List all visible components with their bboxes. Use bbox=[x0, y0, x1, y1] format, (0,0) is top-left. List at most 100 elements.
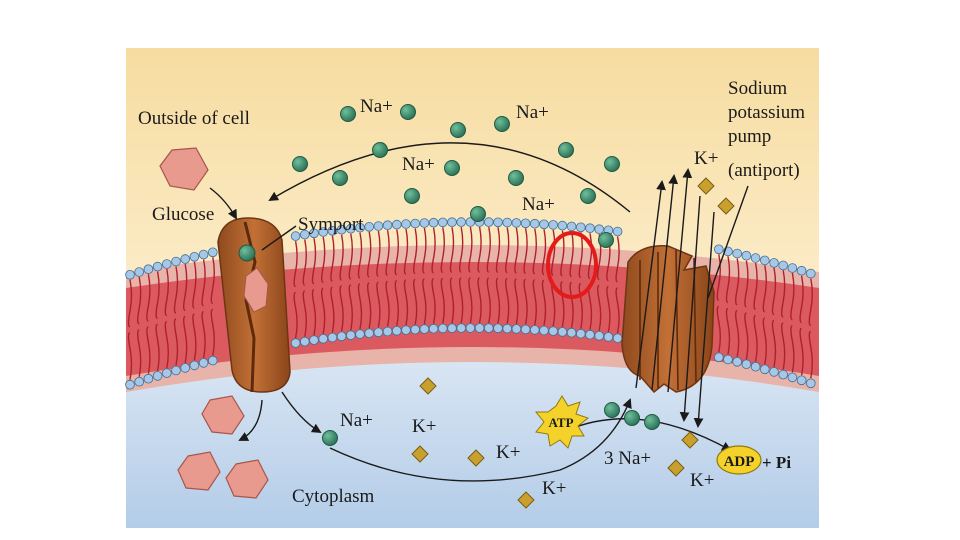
k-label: K+ bbox=[694, 148, 718, 169]
lipid-tail bbox=[459, 277, 464, 324]
outside-of-cell-label: Outside of cell bbox=[138, 108, 250, 129]
phospholipid-head bbox=[171, 256, 181, 267]
phospholipid-head bbox=[290, 231, 301, 241]
phospholipid-head bbox=[539, 325, 549, 336]
phospholipid-head bbox=[327, 332, 338, 343]
lipid-tail bbox=[468, 226, 473, 273]
phospholipid-head bbox=[152, 261, 163, 272]
lipid-tail bbox=[173, 266, 179, 314]
lipid-tail bbox=[477, 277, 482, 324]
k-label: K+ bbox=[412, 416, 436, 437]
glucose-molecules bbox=[159, 147, 269, 499]
phospholipid-head bbox=[364, 222, 375, 232]
sodium-ion bbox=[238, 244, 256, 262]
sodium-ion bbox=[450, 122, 466, 138]
phospholipid-head bbox=[594, 330, 604, 341]
phospholipid-head bbox=[382, 220, 393, 231]
phospholipid-head bbox=[474, 323, 485, 333]
pump-up-arrow-1 bbox=[635, 180, 666, 389]
k-label: K+ bbox=[690, 470, 714, 491]
lipid-tail bbox=[541, 229, 547, 276]
lipid-tail bbox=[330, 235, 335, 282]
lipid-tail bbox=[551, 229, 556, 276]
lipid-tail bbox=[505, 277, 510, 324]
lipid-tail bbox=[606, 285, 611, 333]
phospholipid-head bbox=[373, 327, 384, 338]
phospholipid-head bbox=[336, 224, 347, 235]
lipid-tail bbox=[311, 238, 317, 285]
lipid-tail bbox=[146, 326, 151, 374]
lipid-tail bbox=[477, 226, 482, 273]
phospholipid-head bbox=[428, 217, 439, 228]
phospholipid-head bbox=[502, 217, 513, 228]
phospholipid-head bbox=[713, 352, 724, 363]
phospholipid-head bbox=[189, 251, 200, 262]
phospholipid-head bbox=[741, 250, 752, 261]
lipid-tail bbox=[808, 278, 813, 327]
lipid-tail bbox=[137, 276, 142, 325]
potassium-ion bbox=[681, 431, 699, 449]
potassium-ion bbox=[411, 445, 429, 463]
lipid-tail bbox=[615, 287, 620, 334]
lipid-tail bbox=[514, 278, 519, 325]
phospholipid-head bbox=[355, 329, 365, 339]
adp-label: ADP bbox=[724, 454, 755, 470]
sodium-ion bbox=[444, 160, 460, 176]
phospholipid-head bbox=[511, 218, 522, 228]
lipid-tail bbox=[330, 286, 335, 333]
lipid-tail bbox=[459, 226, 464, 273]
lipid-tail bbox=[587, 233, 593, 280]
phospholipid-head bbox=[171, 365, 181, 376]
lipid-tail bbox=[523, 278, 528, 325]
phospholipid-head bbox=[594, 224, 604, 235]
lipid-tail bbox=[311, 289, 317, 336]
na-label: Na+ bbox=[402, 154, 435, 175]
na-label: Na+ bbox=[522, 194, 555, 215]
potassium-ion bbox=[467, 449, 485, 467]
lipid-tail bbox=[578, 282, 583, 329]
na-label: Na+ bbox=[516, 102, 549, 123]
pump-label-line3: pump bbox=[728, 126, 771, 147]
phospholipid-head bbox=[585, 223, 595, 234]
lipid-tail bbox=[799, 327, 804, 376]
phospholipid-head bbox=[309, 335, 319, 345]
lipid-tail bbox=[155, 271, 160, 319]
phospholipid-head bbox=[143, 373, 154, 384]
lipid-tail bbox=[413, 278, 418, 325]
lipid-tail bbox=[302, 239, 307, 286]
phospholipid-head bbox=[520, 218, 531, 229]
phospholipid-head bbox=[401, 325, 411, 335]
phospholipid-head bbox=[796, 375, 807, 386]
lipid-tail bbox=[449, 227, 455, 273]
phospholipid-head bbox=[612, 333, 623, 344]
sodium-ions-cytoplasm bbox=[322, 402, 660, 446]
lipid-tail bbox=[201, 311, 206, 359]
phospholipid-head bbox=[548, 326, 558, 336]
pump-label-line2: potassium bbox=[728, 102, 805, 123]
lipid-tail bbox=[302, 290, 307, 337]
phospholipid-head bbox=[345, 223, 356, 234]
phospholipid-head bbox=[208, 355, 218, 366]
phospholipid-head bbox=[750, 253, 761, 263]
phospholipid-head bbox=[355, 222, 365, 233]
phospholipid-head bbox=[134, 376, 145, 387]
lipid-tail bbox=[468, 277, 473, 324]
lipid-tail bbox=[183, 263, 188, 312]
glucose-in-channel bbox=[243, 267, 269, 313]
phospholipid-head bbox=[345, 330, 356, 341]
lipid-tail bbox=[127, 279, 133, 328]
phospholipid-head bbox=[787, 372, 798, 383]
sodium-ion bbox=[322, 430, 338, 446]
lipid-tail bbox=[725, 307, 731, 355]
phospholipid-head bbox=[566, 327, 577, 338]
phospholipid-head bbox=[134, 267, 145, 277]
sodium-ion bbox=[508, 170, 524, 186]
lipid-tail bbox=[532, 228, 537, 275]
lipid-tail bbox=[385, 230, 390, 276]
lipid-tail bbox=[394, 229, 399, 276]
phospholipid-head bbox=[575, 222, 586, 233]
k-label: K+ bbox=[542, 478, 566, 499]
sodium-ion bbox=[470, 206, 486, 222]
phospholipid-head bbox=[299, 336, 310, 347]
lipid-tail bbox=[753, 262, 758, 310]
